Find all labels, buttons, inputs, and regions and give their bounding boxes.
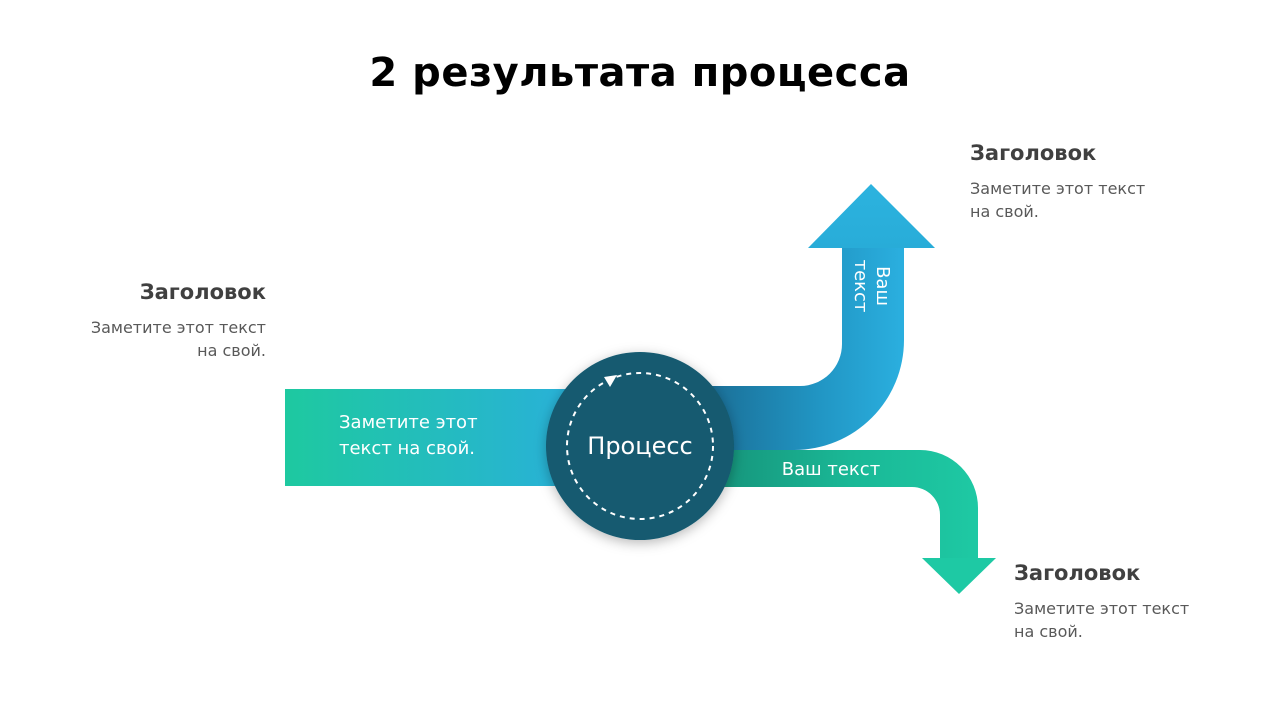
process-label: Процесс (587, 432, 692, 460)
bottom-right-heading: Заголовок (1014, 561, 1141, 585)
input-text-line2: текст на свой. (339, 438, 475, 459)
top-right-body: Заметите этот текст на свой. (970, 179, 1146, 221)
down-arrow-text: Ваш текст (782, 459, 880, 480)
left-heading: Заголовок (139, 280, 266, 304)
left-body: Заметите этот текст на свой. (90, 318, 266, 360)
up-arrow-head (808, 184, 935, 248)
bottom-right-text-block: Заголовок Заметите этот текст на свой. (1014, 559, 1254, 643)
slide-title: 2 результата процесса (369, 50, 911, 96)
bottom-right-body: Заметите этот текст на свой. (1014, 599, 1190, 641)
down-arrow-body (715, 450, 978, 558)
top-right-text-block: Заголовок Заметите этот текст на свой. (970, 139, 1210, 223)
process-circle (546, 352, 734, 540)
cycle-arrow-icon (604, 375, 617, 387)
down-arrow-head (922, 558, 996, 594)
top-right-heading: Заголовок (970, 141, 1097, 165)
up-arrow-text: Ваш текст (850, 260, 893, 313)
cycle-ring (566, 372, 714, 520)
up-text-line1: Ваш (872, 266, 893, 306)
left-text-block: Заголовок Заметите этот текст на свой. (26, 278, 266, 362)
input-text-line1: Заметите этот (339, 412, 478, 433)
up-arrow-body (700, 246, 904, 450)
input-arrow (285, 389, 580, 486)
up-text-line2: текст (850, 260, 871, 313)
